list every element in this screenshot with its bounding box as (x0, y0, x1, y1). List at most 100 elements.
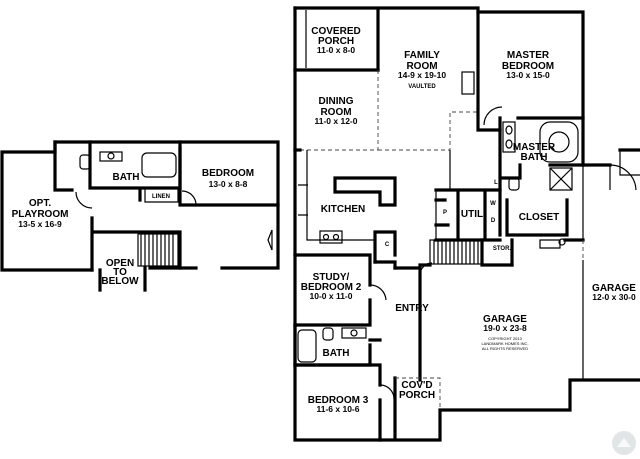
laundry-l: L (494, 180, 498, 186)
upper-bedroom-label: BEDROOM (202, 168, 254, 179)
copyright-line-1: COPYRIGHT 2013 (488, 336, 522, 341)
bedroom-door-swing (181, 190, 197, 206)
master-bath-label-1: MASTER (513, 142, 556, 153)
coat-closet-label: C (385, 242, 390, 248)
dining-room-dim: 11-0 x 12-0 (314, 116, 357, 126)
upper-outer-wall (0, 140, 280, 272)
entry-label: ENTRY (395, 303, 429, 314)
master-bedroom-dim: 13-0 x 15-0 (506, 70, 550, 80)
bedroom3-dim: 11-6 x 10-6 (316, 404, 359, 414)
laundry-w: W (490, 201, 496, 207)
playroom-label-1: OPT. (29, 198, 51, 209)
playroom-door-swing (75, 191, 93, 209)
range-icon (319, 230, 343, 244)
copyright-line-3: ALL RIGHTS RESERVED (482, 346, 528, 351)
storage-label: STOR. (493, 246, 512, 252)
pantry-wall (434, 198, 450, 227)
master-toilet-icon (508, 177, 520, 191)
master-sink-icon-2 (505, 139, 513, 149)
water-heater (539, 239, 561, 249)
upper-tub-icon (141, 152, 177, 178)
master-door-swing (483, 106, 503, 126)
master-tub-icon (539, 121, 579, 163)
kitchen-counter-marks (298, 184, 308, 216)
master-bedroom-label-1: MASTER (507, 50, 550, 61)
storage-wall (480, 238, 514, 267)
bedroom3-label: BEDROOM 3 (308, 395, 369, 406)
closet-label: CLOSET (519, 212, 560, 223)
main-tub-icon (297, 329, 317, 363)
burner-1 (322, 233, 330, 241)
main-floor: COVERED PORCH 11-0 x 8-0 FAMILY ROOM 14-… (293, 6, 640, 442)
dining-room-label-1: DINING (319, 96, 354, 107)
wh-circle (558, 238, 566, 246)
main-outer-wall-north (293, 6, 612, 167)
garage2-corner (619, 150, 640, 176)
bedroom-wall (178, 146, 280, 207)
master-tub-basin (548, 131, 570, 153)
kitchen-counter-line (306, 150, 375, 241)
bath-wall-main (293, 323, 382, 367)
garage2-dim: 12-0 x 30-0 (592, 292, 636, 302)
open-below-line-2: TO (113, 267, 127, 278)
main-vanity-icon (341, 327, 367, 339)
main-stairs (429, 239, 483, 265)
fireplace (461, 71, 475, 95)
covd-porch-label-1: COV'D (401, 380, 432, 391)
shower-x-2 (549, 167, 573, 191)
linen-closet (144, 187, 179, 203)
upper-bath-label: BATH (112, 172, 139, 183)
study-door-swing (369, 284, 387, 301)
master-sink-icon-1 (505, 125, 513, 135)
garage2-door-swing (609, 164, 637, 191)
bath-wall (88, 140, 182, 202)
covered-porch-label-1: COVERED (311, 26, 360, 37)
bath-label: BATH (322, 348, 349, 359)
master-bedroom-label-2: BEDROOM (502, 61, 554, 72)
util-label: UTIL (461, 209, 483, 220)
playroom-dim: 13-5 x 16-9 (18, 219, 62, 229)
study-bath-wall (293, 298, 372, 327)
stair-wall (90, 216, 182, 272)
garage-door-swing (419, 262, 433, 276)
family-room-label-1: FAMILY (404, 50, 440, 61)
upper-floor: OPT. PLAYROOM 13-5 x 16-9 BATH LINEN BED… (0, 140, 280, 292)
playroom-wall (53, 140, 74, 192)
entry-garage-wall (393, 263, 432, 382)
covered-porch-label-2: PORCH (318, 36, 354, 47)
family-room-dim: 14-9 x 19-10 (398, 70, 446, 80)
pantry-label: P (443, 210, 447, 216)
playroom-label-2: PLAYROOM (12, 209, 69, 220)
garage-north-wall (510, 238, 585, 267)
copyright-line-2: LANDMARK HOMES INC. (481, 341, 528, 346)
upper-stairs (137, 233, 179, 267)
burner-2 (332, 233, 340, 241)
corner-logo (612, 431, 636, 455)
main-toilet-icon (322, 327, 334, 341)
garage-dim: 19-0 x 23-8 (483, 323, 527, 333)
open-below-rail (98, 266, 147, 292)
bedroom3-wall (293, 363, 382, 442)
open-below-line-3: BELOW (101, 276, 139, 287)
study-wall (293, 253, 397, 287)
study-dim: 10-0 x 11-0 (309, 291, 352, 301)
main-outer-wall-west (293, 6, 640, 442)
family-room-dashed (377, 70, 478, 151)
kitchen-island (333, 176, 397, 207)
covered-porch-dim: 11-0 x 8-0 (317, 45, 356, 55)
upper-bedroom-dim: 13-0 x 8-8 (209, 179, 248, 189)
study-label-2: BEDROOM 2 (301, 282, 362, 293)
coat-closet-wall (373, 230, 397, 264)
open-below-line-1: OPEN (106, 258, 134, 269)
linen-label: LINEN (152, 194, 170, 200)
upper-sink-icon (107, 152, 115, 160)
garage-label: GARAGE (483, 314, 527, 325)
master-bath-label-2: BATH (520, 152, 547, 163)
master-shower (549, 167, 573, 191)
bedroom3-door-swing (379, 384, 395, 400)
garage2-label: GARAGE (592, 283, 636, 294)
vaulted-note: VAULTED (408, 84, 436, 90)
study-label-1: STUDY/ (313, 272, 350, 283)
laundry-d: D (491, 218, 496, 224)
